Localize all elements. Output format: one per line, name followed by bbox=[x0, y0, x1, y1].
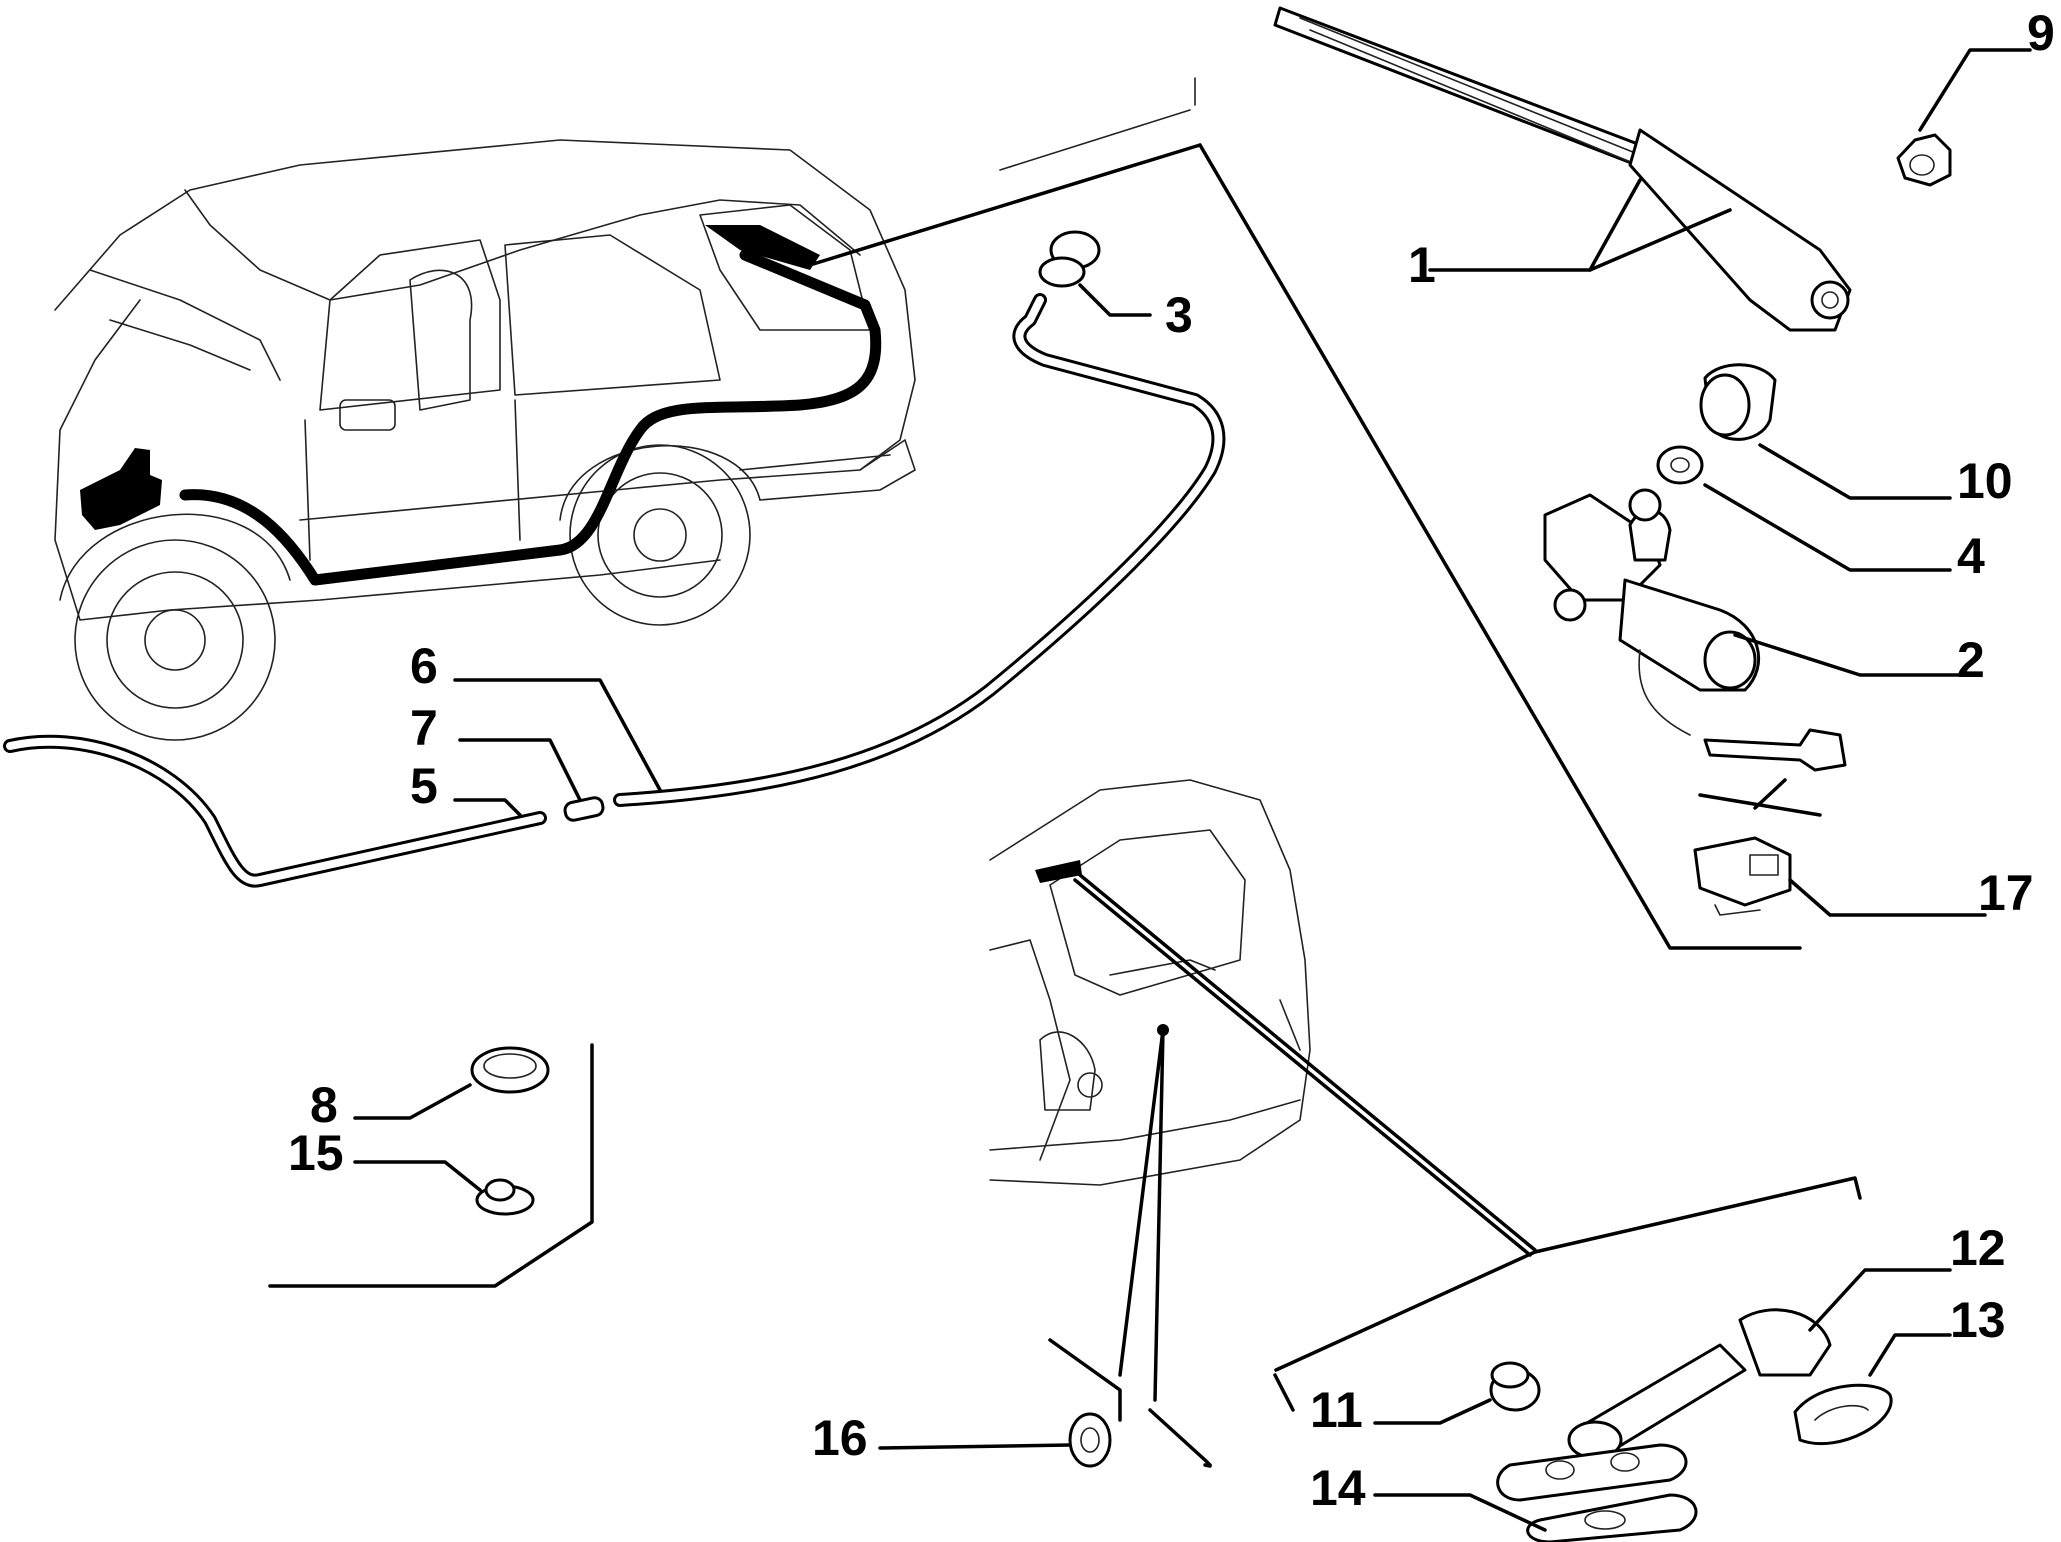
washer-hoses bbox=[3, 230, 1226, 888]
callout-6: 6 bbox=[410, 638, 438, 694]
callout-1: 1 bbox=[1408, 237, 1436, 293]
callout-10: 10 bbox=[1957, 453, 2013, 509]
callout-3: 3 bbox=[1165, 287, 1193, 343]
callout-9: 9 bbox=[2027, 5, 2055, 61]
callout-8: 8 bbox=[310, 1077, 338, 1133]
car-side-view-illustration bbox=[54, 77, 1202, 741]
grommet-parts bbox=[353, 1046, 1112, 1468]
callout-13: 13 bbox=[1950, 1292, 2006, 1348]
frame-lines bbox=[268, 143, 1862, 1468]
wiper-arm-part bbox=[1273, 6, 1852, 332]
callout-17: 17 bbox=[1978, 865, 2034, 921]
callout-5: 5 bbox=[410, 758, 438, 814]
nozzle-parts bbox=[1373, 1268, 1952, 1542]
callout-7: 7 bbox=[410, 700, 438, 756]
rear-wiper-motor-parts bbox=[1543, 48, 2032, 917]
callout-14: 14 bbox=[1310, 1460, 1366, 1516]
callout-16: 16 bbox=[812, 1410, 868, 1466]
car-rear-view-illustration bbox=[989, 779, 1537, 1402]
hose-leader-lines bbox=[453, 283, 1152, 817]
callout-12: 12 bbox=[1950, 1220, 2006, 1276]
callout-4: 4 bbox=[1957, 528, 1985, 584]
callout-11: 11 bbox=[1310, 1382, 1363, 1438]
callout-15: 15 bbox=[288, 1125, 344, 1181]
callout-labels: 1 2 3 4 5 6 7 8 9 10 11 12 13 14 15 16 1… bbox=[288, 5, 2055, 1516]
callout-2: 2 bbox=[1957, 632, 1985, 688]
